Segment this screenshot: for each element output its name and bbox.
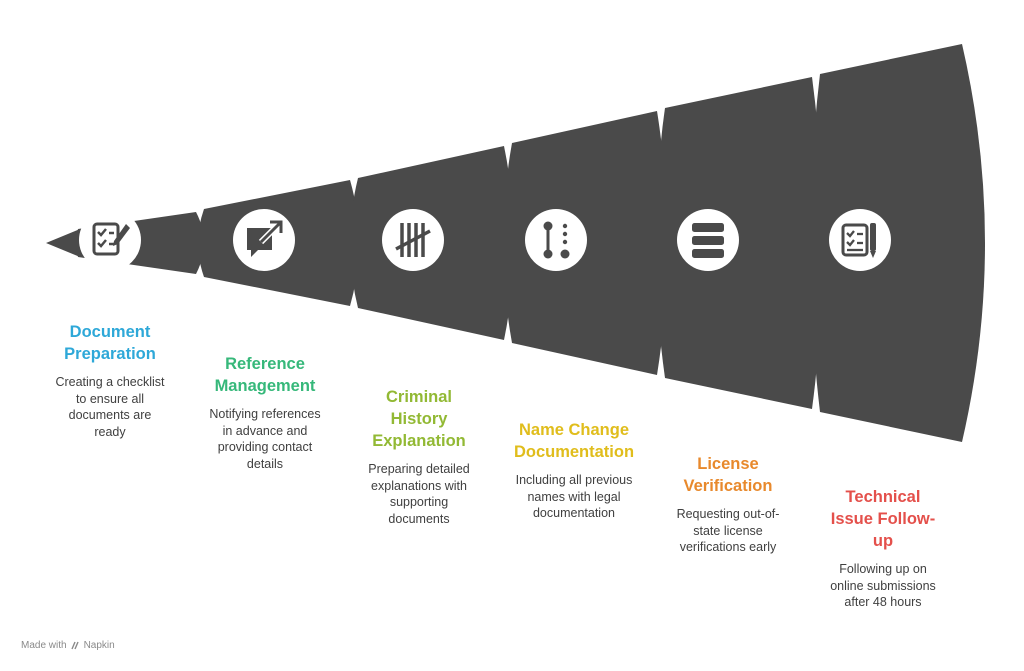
tally-marks-icon	[382, 209, 444, 271]
footer-credit: Made with Napkin	[21, 640, 115, 651]
checklist-pen-icon	[79, 209, 141, 271]
path-nodes-icon	[525, 209, 587, 271]
funnel-segment-5	[655, 77, 823, 409]
funnel-segment-6	[810, 44, 985, 442]
funnel-tip	[46, 229, 80, 257]
message-arrow-icon	[233, 209, 295, 271]
stacked-records-icon	[677, 209, 739, 271]
footer-prefix: Made with	[21, 640, 67, 651]
step-icons	[79, 209, 891, 271]
napkin-logo-icon	[70, 641, 79, 650]
footer-brand: Napkin	[83, 640, 115, 651]
clipboard-pen-icon	[829, 209, 891, 271]
